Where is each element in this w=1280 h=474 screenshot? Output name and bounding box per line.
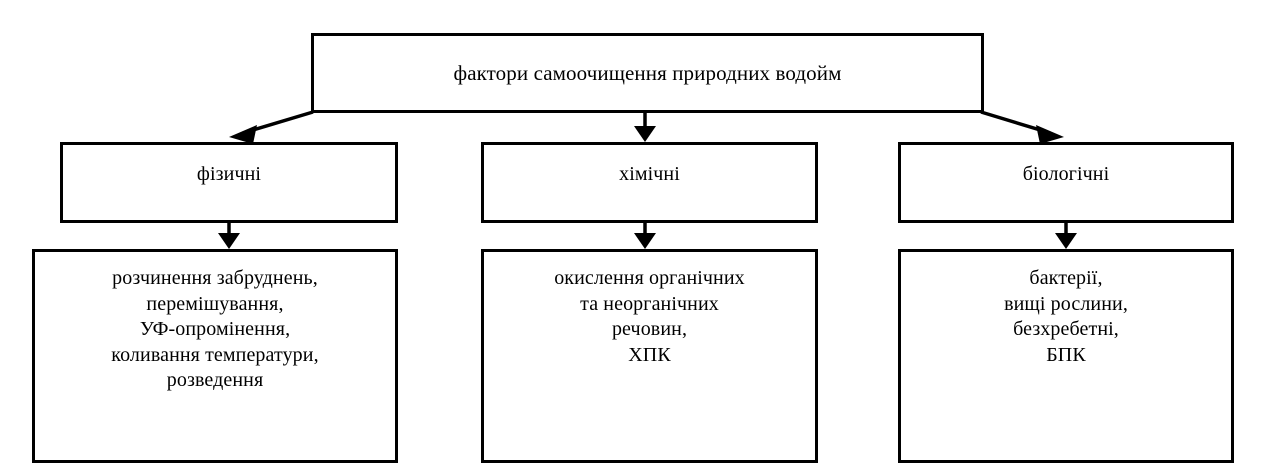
connector-root-to-biological bbox=[980, 110, 1064, 144]
node-detail-biological: бактерії, вищі рослини, безхребетні, БПК bbox=[898, 249, 1234, 463]
connector-root-to-physical bbox=[229, 110, 314, 144]
node-category-chemical: хімічні bbox=[481, 142, 818, 223]
node-detail-chemical-label: окислення органічних та неорганічних реч… bbox=[554, 267, 745, 366]
node-root-factors: фактори самоочищення природних водойм bbox=[311, 33, 984, 113]
connector-root-to-chemical bbox=[634, 112, 656, 142]
connector-biological-to-detail bbox=[1055, 223, 1077, 249]
connector-physical-to-detail bbox=[218, 223, 240, 249]
node-category-physical-label: фізичні bbox=[196, 163, 262, 185]
node-category-chemical-label: хімічні bbox=[619, 163, 680, 185]
node-root-label: фактори самоочищення природних водойм bbox=[453, 60, 842, 85]
node-detail-chemical: окислення органічних та неорганічних реч… bbox=[481, 249, 818, 463]
node-detail-biological-label: бактерії, вищі рослини, безхребетні, БПК bbox=[1004, 267, 1128, 366]
node-category-biological-label: біологічні bbox=[1022, 163, 1110, 185]
node-category-physical: фізичні bbox=[60, 142, 398, 223]
node-category-biological: біологічні bbox=[898, 142, 1234, 223]
connector-chemical-to-detail bbox=[634, 223, 656, 249]
node-detail-physical-label: розчинення забруднень, перемішування, УФ… bbox=[111, 267, 319, 392]
node-detail-physical: розчинення забруднень, перемішування, УФ… bbox=[32, 249, 398, 463]
